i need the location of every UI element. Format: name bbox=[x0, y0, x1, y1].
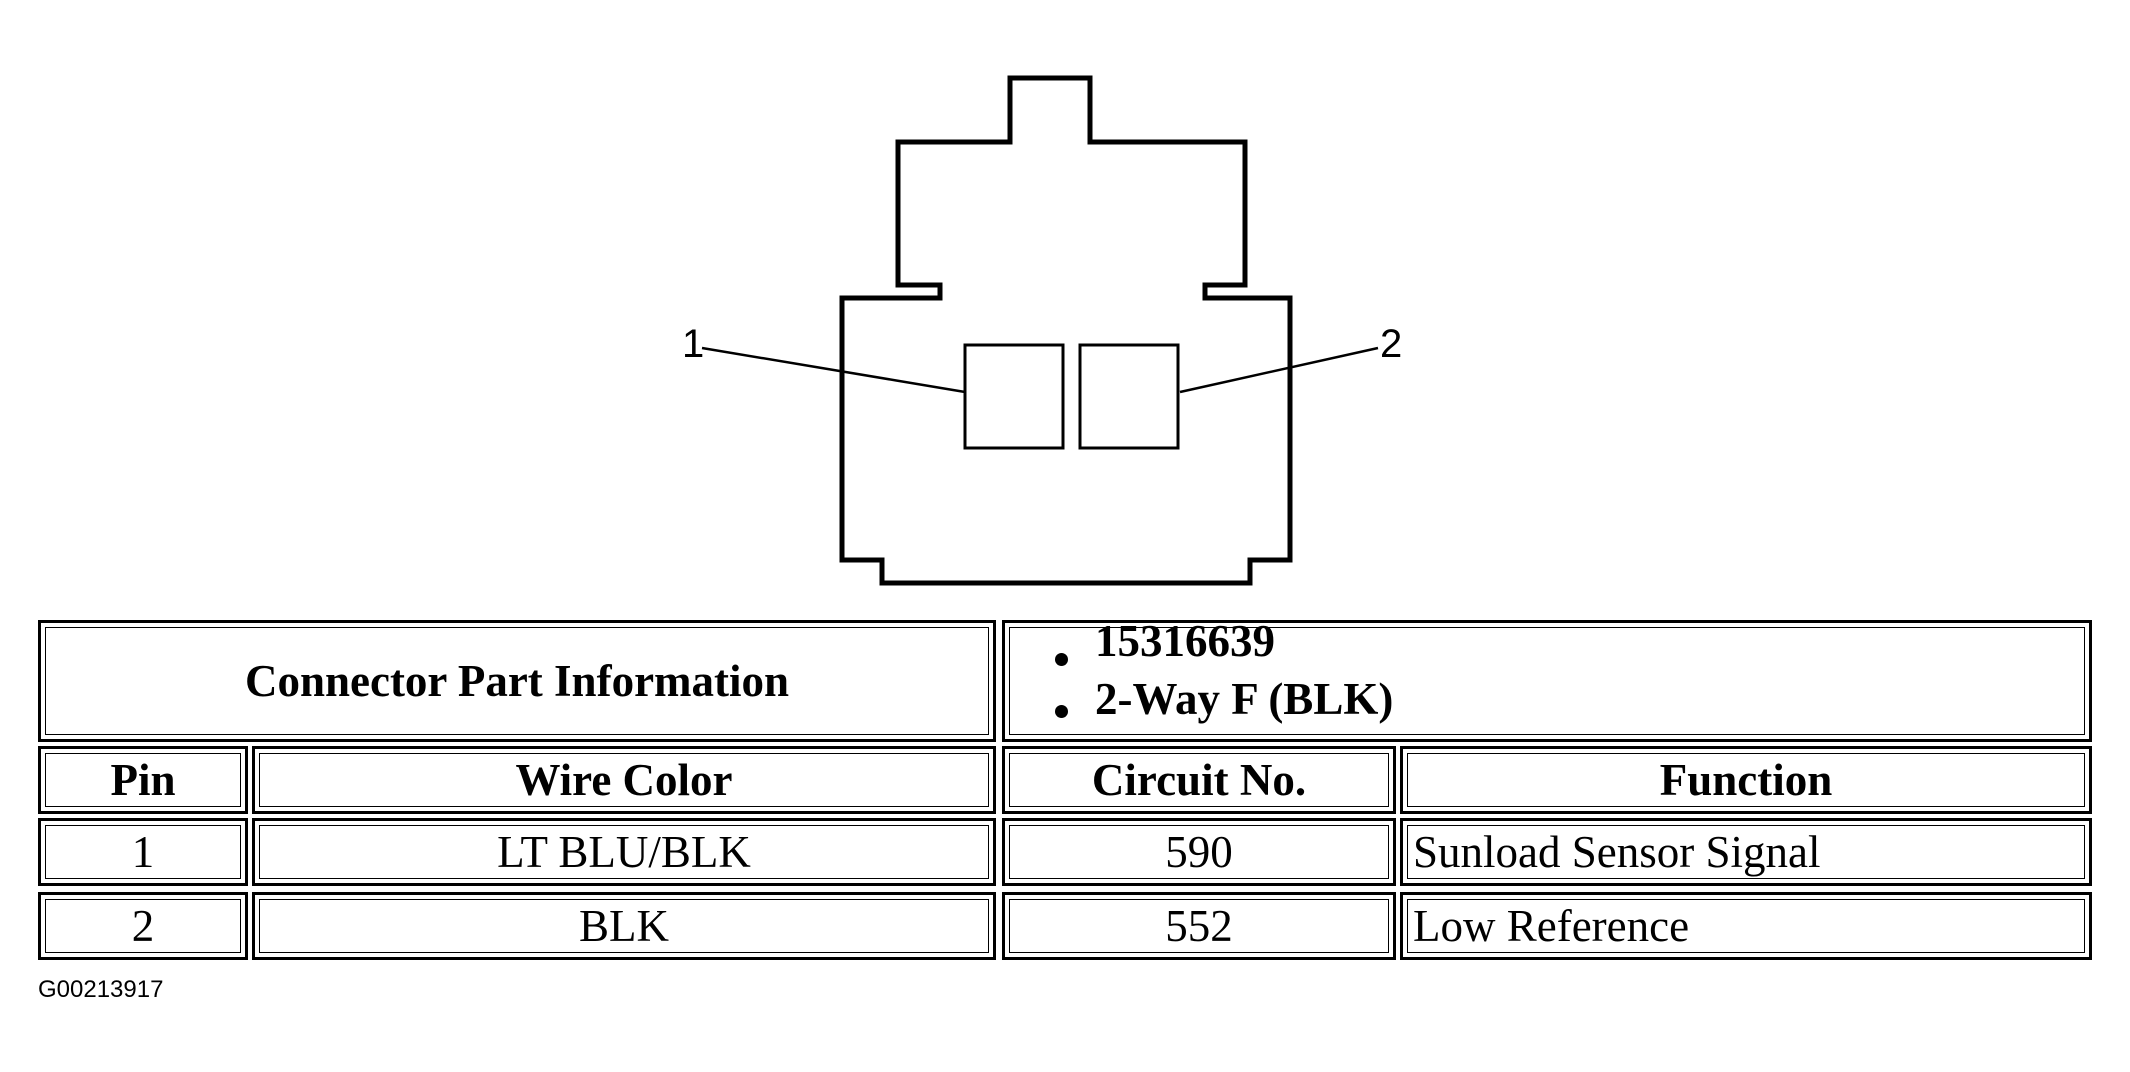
part-type-bullet bbox=[1055, 705, 1068, 718]
pin-1-leader bbox=[701, 346, 966, 394]
table-row-2-pin: 2 bbox=[38, 892, 248, 960]
pin-2-cavity bbox=[1078, 343, 1180, 450]
connector-diagram: 1 2 bbox=[682, 75, 1402, 586]
figure-id: G00213917 bbox=[38, 976, 164, 1003]
pin-1-cavity bbox=[963, 343, 1065, 450]
table-row-2-wire-color: BLK bbox=[252, 892, 996, 960]
pin-2-leader bbox=[1179, 346, 1379, 394]
column-header-wire-color: Wire Color bbox=[252, 746, 996, 814]
connector-outline bbox=[839, 75, 1293, 586]
part-type: 2-Way F (BLK) bbox=[1095, 674, 1394, 724]
column-header-function: Function bbox=[1400, 746, 2092, 814]
table-row-1-wire-color: LT BLU/BLK bbox=[252, 818, 996, 886]
part-number: 15316639 bbox=[1095, 616, 1275, 666]
part-info-list: 15316639 2-Way F (BLK) bbox=[1002, 616, 2092, 742]
connector-part-info-label: Connector Part Information bbox=[38, 620, 996, 742]
table-row-1-pin: 1 bbox=[38, 818, 248, 886]
column-header-circuit-no: Circuit No. bbox=[1002, 746, 1396, 814]
part-number-bullet bbox=[1055, 653, 1068, 666]
column-header-pin: Pin bbox=[38, 746, 248, 814]
pin-1-label: 1 bbox=[682, 322, 704, 366]
table-row-2-circuit-no: 552 bbox=[1002, 892, 1396, 960]
table-row-2-function: Low Reference bbox=[1400, 892, 2092, 960]
pin-2-label: 2 bbox=[1380, 322, 1402, 366]
table-row-1-function: Sunload Sensor Signal bbox=[1400, 818, 2092, 886]
table-row-1-circuit-no: 590 bbox=[1002, 818, 1396, 886]
